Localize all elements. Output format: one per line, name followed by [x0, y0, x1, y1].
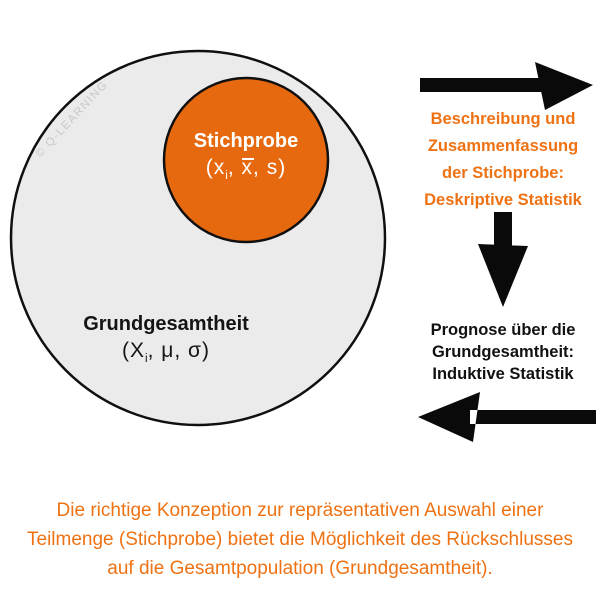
- population-formula-open: (X: [122, 339, 145, 362]
- population-formula: (Xi, μ, σ): [56, 337, 276, 373]
- sample-formula: (xi, x, s): [156, 154, 336, 190]
- inductive-statistics-label: Prognose über die Grundgesamtheit: Induk…: [430, 321, 576, 383]
- descriptive-statistics-label: Beschreibung und Zusammenfassung der Sti…: [424, 110, 582, 209]
- population-formula-sub-i: i: [145, 353, 148, 366]
- caption-text: Die richtige Konzeption zur repräsentati…: [27, 500, 573, 579]
- sample-title: Stichprobe: [193, 130, 299, 152]
- sample-circle: [162, 76, 330, 244]
- population-title: Grundgesamtheit: [83, 313, 249, 335]
- arrow-right-icon: [420, 62, 593, 110]
- sample-formula-comma: ,: [227, 156, 242, 179]
- population-label: Grundgesamtheit (Xi, μ, σ): [56, 311, 276, 373]
- sample-formula-close: , s): [253, 156, 287, 179]
- arrow-left-icon: [418, 392, 596, 442]
- arrow-down-icon: [478, 212, 528, 307]
- sample-label: Stichprobe (xi, x, s): [156, 128, 336, 190]
- x-bar-symbol: x: [241, 154, 254, 182]
- sample-formula-open: (x: [205, 156, 226, 179]
- sample-formula-sub-i: i: [225, 170, 228, 183]
- population-formula-rest: , μ, σ): [147, 339, 210, 362]
